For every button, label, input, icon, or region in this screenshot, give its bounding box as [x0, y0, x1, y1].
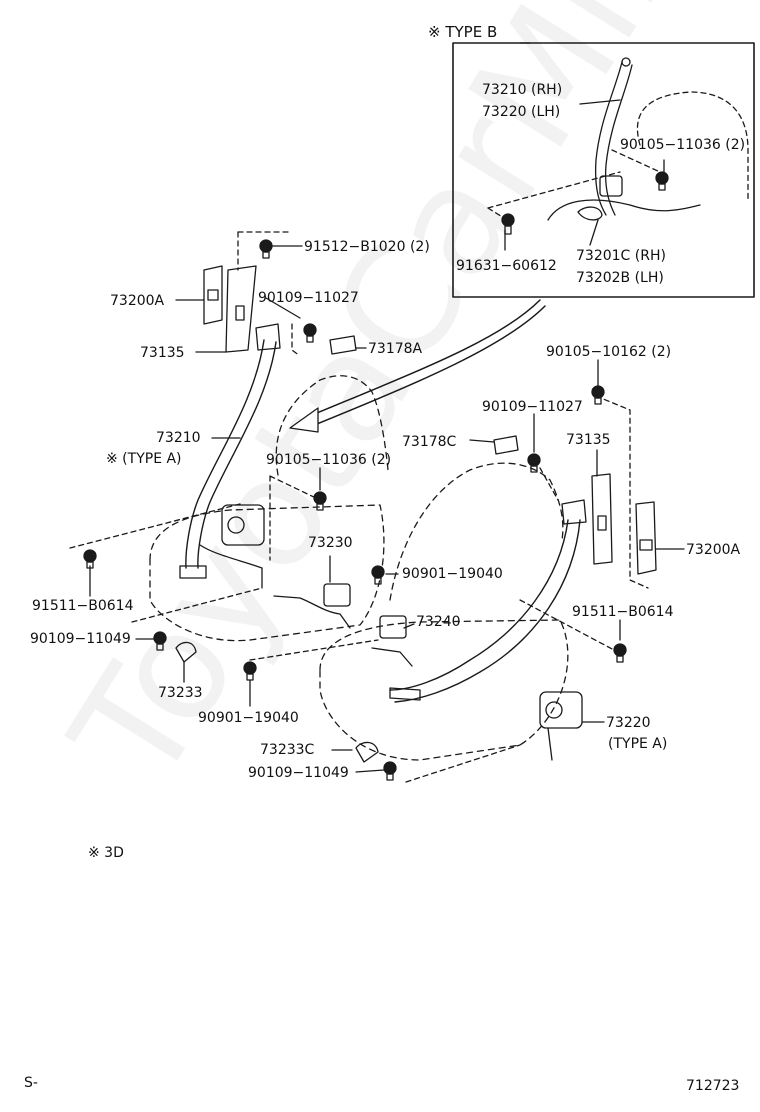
part-label-73202b-lh: 73202B (LH) — [576, 270, 664, 286]
inset-seat-outline — [636, 91, 749, 201]
left-retractor — [221, 504, 265, 546]
right-retractor — [539, 691, 583, 729]
inset-rail — [487, 171, 621, 209]
part-label-73220-lh: 73220 (LH) — [482, 104, 561, 120]
part-label-73210-rh: 73210 (RH) — [482, 82, 563, 98]
inset-belt — [594, 61, 623, 216]
part-label-73210: 73210 — [156, 430, 201, 446]
part-label-90901-19040-low: 90901−19040 — [198, 710, 299, 726]
part-label-type-a-right: (TYPE A) — [608, 736, 668, 752]
cover-73233 — [175, 641, 197, 663]
part-label-90901-19040-mid: 90901−19040 — [402, 566, 503, 582]
type-b-title: ※ TYPE B — [428, 23, 498, 41]
right-seat-cushion — [319, 619, 569, 761]
cover-73233c — [355, 741, 379, 763]
footer-left-code: S- — [24, 1075, 38, 1091]
left-floor-anchor — [179, 565, 207, 579]
part-label-73220: 73220 — [606, 715, 651, 731]
bolt-90109-11049-low — [383, 761, 397, 781]
bolt-90109-11027-right — [527, 453, 541, 473]
part-label-73233c: 73233C — [260, 742, 315, 758]
bolt-91511-left — [83, 549, 97, 569]
left-anchor-73200a — [203, 265, 223, 325]
part-label-90105-10162: 90105−10162 (2) — [546, 344, 672, 360]
right-seat-back — [389, 462, 564, 601]
part-label-73230: 73230 — [308, 535, 353, 551]
part-label-73178a: 73178A — [368, 341, 423, 357]
part-label-73135-left: 73135 — [140, 345, 185, 361]
diagram-number: 712723 — [686, 1078, 740, 1094]
part-label-73135-right: 73135 — [566, 432, 611, 448]
inset-anchor-top — [621, 57, 631, 67]
part-label-73200a-right: 73200A — [686, 542, 741, 558]
inset-bolt-2 — [655, 171, 669, 191]
bolt-90109-11027-left — [303, 323, 317, 343]
bolt-90105-11036 — [313, 491, 327, 511]
right-b-pillar-trim-73135 — [591, 473, 613, 565]
left-buckle-73230 — [273, 595, 351, 629]
type-b-inset-box — [452, 42, 755, 298]
cover-73178a — [329, 335, 357, 355]
part-label-90109-11027-right: 90109−11027 — [482, 399, 583, 415]
type-b-pointer-arrow — [304, 299, 546, 427]
bolt-90901-19040-mid — [371, 565, 385, 585]
part-label-91511-b0614-right: 91511−B0614 — [572, 604, 674, 620]
cover-73178c — [493, 435, 519, 455]
part-label-91512-b1020: 91512−B1020 (2) — [304, 239, 430, 255]
right-buckle-73240 — [371, 647, 413, 667]
part-label-73233: 73233 — [158, 685, 203, 701]
left-seat-back — [275, 375, 389, 476]
part-label-73178c: 73178C — [402, 434, 457, 450]
left-b-pillar-trim-73135 — [225, 265, 257, 353]
left-seat-cushion — [149, 504, 385, 642]
bolt-90901-19040-low — [243, 661, 257, 681]
right-seat-belt — [389, 519, 569, 691]
inset-retractor — [599, 175, 623, 197]
part-label-73201c-rh: 73201C (RH) — [576, 248, 666, 264]
part-label-90109-11027-left: 90109−11027 — [258, 290, 359, 306]
part-label-90109-11049-low: 90109−11049 — [248, 765, 349, 781]
left-seat-belt — [185, 339, 265, 569]
part-label-90109-11049-left: 90109−11049 — [30, 631, 131, 647]
part-label-90105-11036-a: 90105−11036 (2) — [266, 452, 392, 468]
part-label-91511-b0614-left: 91511−B0614 — [32, 598, 134, 614]
part-label-type-a-left: ※ (TYPE A) — [106, 451, 182, 467]
inset-bolt — [501, 213, 515, 235]
inset-buckle — [577, 206, 603, 221]
bolt-91511-right — [613, 643, 627, 663]
bolt-90109-11049-left — [153, 631, 167, 651]
bolt-90105-10162 — [591, 385, 605, 405]
right-anchor-73200a — [635, 501, 657, 575]
part-label-91631-60612: 91631−60612 — [456, 258, 557, 274]
part-label-73200a-left: 73200A — [110, 293, 165, 309]
bolt-91512 — [259, 239, 273, 259]
part-label-90105-11036-b: 90105−11036 (2) — [620, 137, 746, 153]
variant-note-3d: ※ 3D — [88, 845, 124, 861]
part-label-73240: 73240 — [416, 614, 461, 630]
inset-seat-lower — [547, 199, 701, 221]
